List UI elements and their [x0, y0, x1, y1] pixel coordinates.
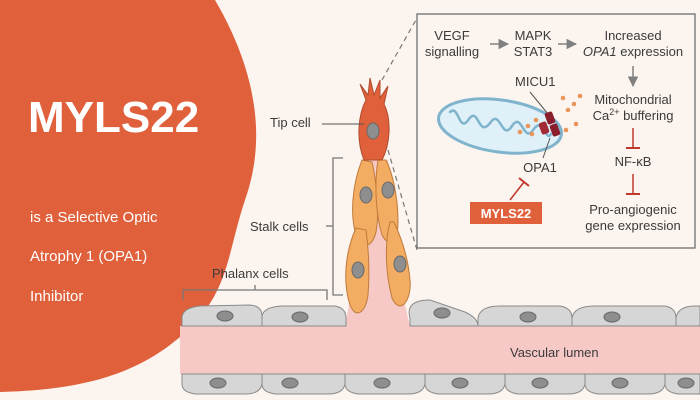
tip-cell — [358, 77, 390, 161]
stalk-cells — [345, 159, 411, 314]
mito-label-2: Ca2+ buffering — [593, 107, 674, 123]
mapk-label-1: MAPK — [515, 28, 552, 43]
hero-title: MYLS22 — [28, 93, 199, 142]
expression-text: expression — [617, 44, 683, 59]
opa1-expression-label: OPA1 expression — [583, 44, 683, 59]
pro-angiogenic-label-2: gene expression — [585, 218, 680, 233]
micu1-label: MICU1 — [515, 74, 555, 89]
ca-text: Ca — [593, 108, 610, 123]
stalk-cells-bracket — [332, 157, 343, 296]
inhibit-myls22-opa1 — [509, 181, 525, 201]
increased-label: Increased — [604, 28, 661, 43]
buffering-text: buffering — [619, 108, 673, 123]
ca-charge-text: 2+ — [609, 107, 619, 117]
myls22-drug-label: MYLS22 — [481, 206, 532, 221]
mapk-label-2: STAT3 — [514, 44, 553, 59]
vascular-lumen-label: Vascular lumen — [510, 345, 599, 360]
hero-line-1: is a Selective Optic — [30, 209, 158, 226]
vascular-lumen — [180, 326, 700, 374]
mitochondrion — [436, 97, 564, 155]
tip-cell-label: Tip cell — [270, 115, 311, 130]
pro-angiogenic-label-1: Pro-angiogenic — [589, 202, 677, 217]
opa1-gene-text: OPA1 — [583, 44, 617, 59]
phalanx-cells-lower — [181, 373, 700, 395]
hero-shape — [0, 0, 257, 392]
vegf-label-1: VEGF — [434, 28, 469, 43]
hero-line-2: Atrophy 1 (OPA1) — [30, 248, 147, 265]
inhibit-myls22-opa1-bar — [518, 177, 530, 187]
vegf-label-2: signalling — [425, 44, 479, 59]
stalk-cells-label: Stalk cells — [250, 219, 309, 234]
calcium-ions — [517, 93, 583, 137]
phalanx-cells-label: Phalanx cells — [212, 266, 289, 281]
calcium-channel — [538, 111, 561, 137]
opa1-pointer — [542, 137, 551, 159]
hero-line-3: Inhibitor — [30, 288, 83, 305]
micu1-pointer — [529, 91, 549, 115]
zoom-line-top — [381, 17, 418, 81]
phalanx-cells-upper — [181, 299, 700, 327]
myls22-drug-box — [470, 202, 542, 224]
opa1-label: OPA1 — [523, 160, 557, 175]
mito-label-1: Mitochondrial — [594, 92, 671, 107]
nfkb-label: NF-κB — [615, 154, 652, 169]
